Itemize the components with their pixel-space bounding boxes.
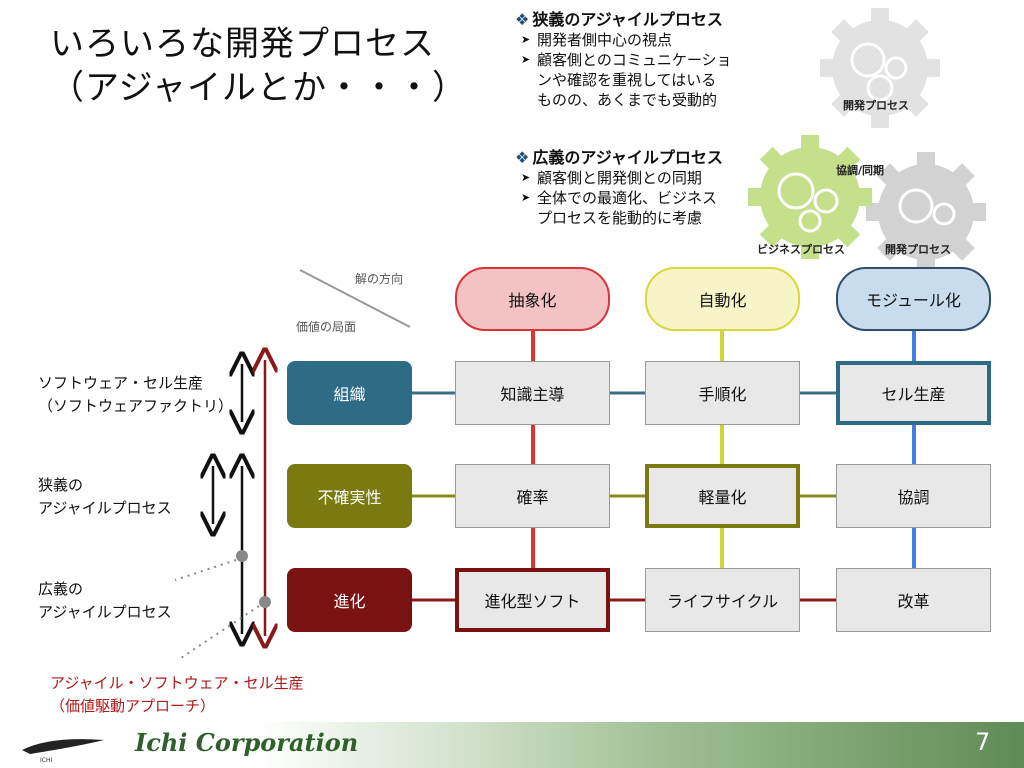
footer-bar [0, 722, 1024, 768]
ichi-logo-icon: ICHI [22, 739, 104, 764]
dev-gear-icon [820, 8, 940, 128]
narrow-item: ➤開発者側中心の視点 [521, 31, 673, 49]
grid-cell-lifecycle: ライフサイクル [645, 568, 800, 632]
diamond-bullet-icon: ❖ [515, 148, 530, 167]
column-header-automation: 自動化 [645, 267, 800, 331]
column-header-abstraction: 抽象化 [455, 267, 610, 331]
grid-cell-reform: 改革 [836, 568, 991, 632]
row-header-evolution: 進化 [287, 568, 412, 632]
label-broad-agile: 広義の アジャイルプロセス [38, 580, 172, 621]
row-header-organization: 組織 [287, 361, 412, 425]
narrow-agile-heading: 狭義のアジャイルプロセス [532, 10, 723, 29]
grid-cell-evolutionary-software: 進化型ソフト [455, 568, 610, 632]
grid-cell-cell-production: セル生産 [836, 361, 991, 425]
grid-cell-procedural: 手順化 [645, 361, 800, 425]
grid-cell-probability: 確率 [455, 464, 610, 528]
title-line-1: いろいろな開発プロセス [50, 24, 435, 64]
page-number: 7 [975, 728, 991, 756]
arrow-bullet-icon: ➤ [521, 53, 531, 66]
grid-cell-lightweight: 軽量化 [645, 464, 800, 528]
gear-dev-label: 開発プロセス [885, 243, 951, 256]
corner-diagonal [299, 269, 411, 328]
narrow-item: ➤顧客側とのコミュニケーショ ンや確認を重視してはいる ものの、あくまでも受動的 [521, 51, 732, 109]
diamond-bullet-icon: ❖ [515, 10, 530, 29]
title-line-2: （アジャイルとか・・・） [50, 68, 467, 108]
logo-text: ICHI [40, 757, 52, 764]
label-narrow-agile: 狭義の アジャイルプロセス [38, 476, 172, 517]
broad-agile-block: ❖広義のアジャイルプロセス ➤顧客側と開発側との同期 ➤全体での最適化、ビジネス… [515, 148, 723, 228]
column-header-modularization: モジュール化 [836, 267, 991, 331]
brand-name: Ichi Corporation [135, 728, 359, 757]
corner-value-phase: 価値の局面 [296, 320, 357, 334]
business-gear-icon [748, 135, 872, 259]
label-software-cell-production: ソフトウェア・セル生産 （ソフトウェアファクトリ） [38, 374, 234, 415]
grid-cell-knowledge-driven: 知識主導 [455, 361, 610, 425]
arrow-bullet-icon: ➤ [521, 171, 531, 184]
broad-agile-heading: 広義のアジャイルプロセス [532, 148, 723, 167]
slide-title: いろいろな開発プロセス （アジャイルとか・・・） [50, 22, 467, 110]
gear-sync-label: 協調/同期 [836, 164, 885, 177]
broad-item: ➤顧客側と開発側との同期 [521, 169, 702, 187]
arrow-bullet-icon: ➤ [521, 33, 531, 46]
grid-cell-cooperation: 協調 [836, 464, 991, 528]
gear-business-label: ビジネスプロセス [757, 243, 845, 256]
dev-gear-2-icon [866, 152, 986, 270]
narrow-agile-block: ❖狭義のアジャイルプロセス ➤開発者側中心の視点 ➤顧客側とのコミュニケーショ … [515, 10, 732, 110]
corner-solution-direction: 解の方向 [355, 272, 404, 286]
gear-top-label: 開発プロセス [843, 99, 909, 112]
arrow-bullet-icon: ➤ [521, 191, 531, 204]
broad-item: ➤全体での最適化、ビジネス プロセスを能動的に考慮 [521, 189, 718, 227]
label-agile-software-cell-production: アジャイル・ソフトウェア・セル生産 （価値駆動アプローチ） [50, 674, 304, 715]
row-header-uncertainty: 不確実性 [287, 464, 412, 528]
